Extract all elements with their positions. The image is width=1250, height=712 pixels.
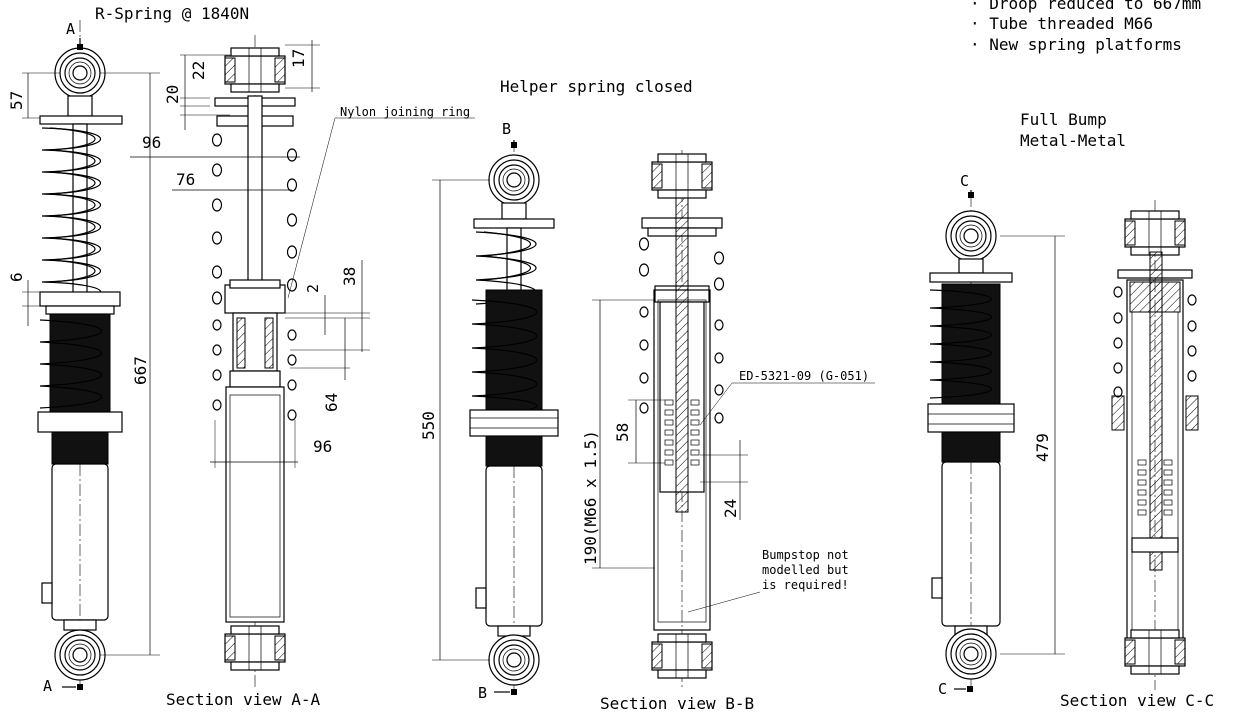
section-marker-c-bottom: C xyxy=(938,680,947,698)
dims-section-b xyxy=(592,299,875,613)
damper-droop-view xyxy=(37,20,123,690)
note-spring-platforms: · New spring platforms xyxy=(970,35,1182,54)
dim-helper-closed-length: 550 xyxy=(419,411,438,440)
callout-nylon-ring: Nylon joining ring xyxy=(340,105,470,119)
dim-top-mount-22: 22 xyxy=(189,61,208,80)
note-droop: · Droop reduced to 667mm xyxy=(970,0,1201,13)
dim-spring-od: 96 xyxy=(142,133,161,152)
full-bump-heading: Full Bump xyxy=(1020,110,1107,129)
dim-overall-droop: 667 xyxy=(131,356,150,385)
metal-metal-heading: Metal-Metal xyxy=(1020,131,1126,150)
dim-spring-id: 76 xyxy=(176,170,195,189)
callout-bumpstop-note-3: is required! xyxy=(762,578,849,592)
callout-bumpstop-note-1: Bumpstop not xyxy=(762,548,849,562)
dim-platform-gap: 6 xyxy=(7,272,26,282)
dim-joining-ring-2: 2 xyxy=(304,284,322,293)
callout-bumpstop-note-2: modelled but xyxy=(762,563,849,577)
dim-bumpstop-58: 58 xyxy=(613,423,632,442)
dim-cap-20: 20 xyxy=(163,85,182,104)
dim-tube-od: 96 xyxy=(313,437,332,456)
callout-bumpstop-part: ED-5321-09 (G-051) xyxy=(739,369,869,383)
section-title-b: Section view B-B xyxy=(600,694,754,712)
section-c-c-view xyxy=(1111,200,1199,690)
dim-joining-ring-38: 38 xyxy=(340,267,359,286)
section-b-b-view xyxy=(638,150,725,690)
section-marker-c-top: C xyxy=(960,172,969,190)
damper-full-bump-view xyxy=(927,195,1015,690)
dim-stroke-64: 64 xyxy=(322,393,341,412)
section-title-c: Section view C-C xyxy=(1060,691,1214,710)
dims-section-a xyxy=(130,40,475,468)
section-marker-a-top: A xyxy=(66,20,75,38)
dims-droop-view xyxy=(22,72,160,656)
spring-rate-note: R-Spring @ 1840N xyxy=(95,4,249,23)
dim-full-bump-length: 479 xyxy=(1033,433,1052,462)
section-marker-b-bottom: B xyxy=(478,684,487,702)
section-a-a-view xyxy=(211,35,298,690)
note-tube-thread: · Tube threaded M66 xyxy=(970,14,1153,33)
dim-thread-length: 190(M66 x 1.5) xyxy=(581,430,600,565)
section-title-a: Section view A-A xyxy=(166,690,320,709)
section-marker-b-top: B xyxy=(502,120,511,138)
helper-spring-heading: Helper spring closed xyxy=(500,77,693,96)
section-marker-a-bottom: A xyxy=(43,677,52,695)
damper-helper-closed-view xyxy=(469,140,559,690)
dim-eye-to-platform: 57 xyxy=(7,91,26,110)
dim-bumpstop-24: 24 xyxy=(721,499,740,518)
dim-top-mount-17: 17 xyxy=(289,49,308,68)
